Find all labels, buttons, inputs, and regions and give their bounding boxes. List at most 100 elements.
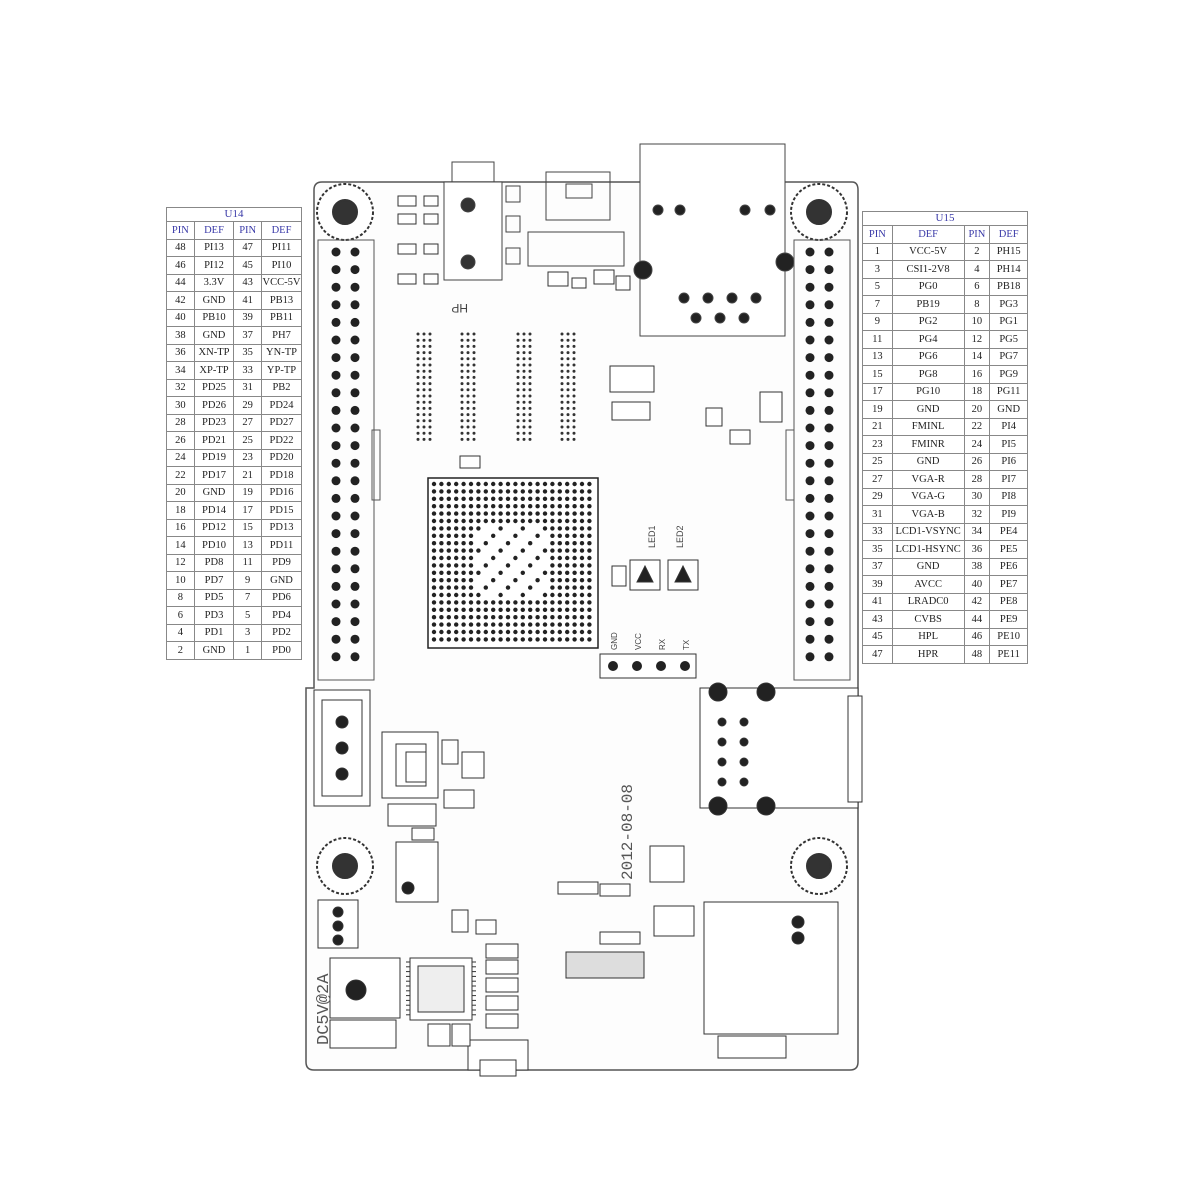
u14-pin-def: PD2 xyxy=(261,623,302,642)
u14-pin-def: PD17 xyxy=(193,466,235,485)
usb-bottom-connector xyxy=(467,951,645,1077)
u15-pin-def: PG11 xyxy=(989,382,1028,401)
u15-pin-def: GND xyxy=(989,400,1028,419)
u15-pin-def: LRADC0 xyxy=(891,592,965,611)
u14-pin-number: 21 xyxy=(233,466,262,485)
u15-pin-number: 34 xyxy=(963,522,991,541)
u14-pin-def: PI11 xyxy=(261,238,302,257)
soc-bga-chip xyxy=(427,477,599,649)
u14-pin-number: 41 xyxy=(233,291,262,310)
u15-pin-number: 22 xyxy=(963,417,991,436)
u14-pin-number: 17 xyxy=(233,501,262,520)
u14-pin-number: 48 xyxy=(166,238,195,257)
u14-pin-def: PD8 xyxy=(193,553,235,572)
u14-header-def: DEF xyxy=(193,221,235,240)
u14-pin-def: GND xyxy=(193,291,235,310)
u14-pin-def: PI12 xyxy=(193,256,235,275)
u14-pin-number: 33 xyxy=(233,361,262,380)
u15-pin-number: 23 xyxy=(862,435,893,454)
u14-pin-def: PB13 xyxy=(261,291,302,310)
u14-pin-number: 19 xyxy=(233,483,262,502)
u15-pin-def: HPR xyxy=(891,645,965,664)
u15-pin-def: PG1 xyxy=(989,312,1028,331)
u14-pin-def: PI13 xyxy=(193,238,235,257)
u14-pin-def: XP-TP xyxy=(193,361,235,380)
u15-pin-def: PG7 xyxy=(989,347,1028,366)
u15-pin-number: 9 xyxy=(862,312,893,331)
u15-pin-def: VGA-G xyxy=(891,487,965,506)
u14-pin-def: VCC-5V xyxy=(261,273,302,292)
u15-pin-number: 47 xyxy=(862,645,893,664)
u15-pin-def: FMINL xyxy=(891,417,965,436)
u14-pin-def: PB2 xyxy=(261,378,302,397)
u15-pin-number: 2 xyxy=(963,242,991,261)
u15-pin-number: 1 xyxy=(862,242,893,261)
u14-pin-def: PD15 xyxy=(261,501,302,520)
u15-pin-number: 5 xyxy=(862,277,893,296)
u14-title: U14 xyxy=(166,207,302,221)
u15-pin-def: GND xyxy=(891,400,965,419)
u14-pin-number: 47 xyxy=(233,238,262,257)
u15-header-def: DEF xyxy=(891,225,965,244)
u14-pin-def: PD12 xyxy=(193,518,235,537)
u15-pin-number: 42 xyxy=(963,592,991,611)
u15-pin-number: 18 xyxy=(963,382,991,401)
u14-pin-def: PD5 xyxy=(193,588,235,607)
power-section xyxy=(317,731,485,1049)
u15-pin-def: PH15 xyxy=(989,242,1028,261)
u14-pin-number: 15 xyxy=(233,518,262,537)
u15-pin-number: 17 xyxy=(862,382,893,401)
u14-pin-number: 26 xyxy=(166,431,195,450)
u14-pin-def: PD9 xyxy=(261,553,302,572)
u15-header-pins xyxy=(805,247,834,662)
u15-title: U15 xyxy=(862,211,1028,225)
uart-gnd-label: GND xyxy=(610,632,619,650)
hdmi-connector xyxy=(699,682,863,816)
u15-pin-number: 13 xyxy=(862,347,893,366)
u14-pin-def: PH7 xyxy=(261,326,302,345)
u15-pin-number: 6 xyxy=(963,277,991,296)
u14-header-pin: PIN xyxy=(233,221,262,240)
u15-pin-def: PE5 xyxy=(989,540,1028,559)
u15-pin-def: GND xyxy=(891,452,965,471)
u15-pin-number: 38 xyxy=(963,557,991,576)
u14-pin-def: PD27 xyxy=(261,413,302,432)
u15-pin-def: PB19 xyxy=(891,295,965,314)
u14-pin-number: 9 xyxy=(233,571,262,590)
u14-pin-number: 10 xyxy=(166,571,195,590)
u14-pin-number: 3 xyxy=(233,623,262,642)
u14-pin-number: 38 xyxy=(166,326,195,345)
u14-pin-def: XN-TP xyxy=(193,343,235,362)
u14-pin-number: 20 xyxy=(166,483,195,502)
u15-pin-number: 4 xyxy=(963,260,991,279)
u15-pin-number: 12 xyxy=(963,330,991,349)
usb-connector xyxy=(527,171,625,267)
u14-pin-number: 31 xyxy=(233,378,262,397)
u14-pin-def: YP-TP xyxy=(261,361,302,380)
u15-pin-number: 15 xyxy=(862,365,893,384)
